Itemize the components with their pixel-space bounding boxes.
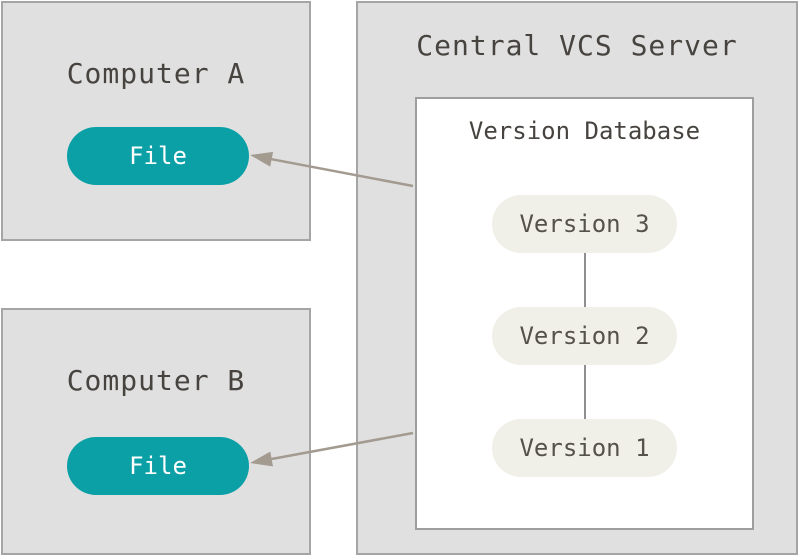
version-3-pill: Version 3 [492,195,677,253]
version-1-pill: Version 1 [492,419,677,477]
version-1-label: Version 1 [519,434,650,462]
version-connector-line [584,365,586,419]
central-vcs-server-title: Central VCS Server [416,29,738,62]
computer-a-box: Computer A File [1,1,311,241]
computer-a-file-label: File [129,142,187,170]
version-3-label: Version 3 [519,210,650,238]
version-2-label: Version 2 [519,322,650,350]
version-database-box: Version Database Version 3 Version 2 Ver… [415,97,754,530]
computer-a-title: Computer A [66,57,246,90]
computer-b-title: Computer B [66,364,246,397]
computer-b-file-label: File [129,452,187,480]
central-vcs-server-box: Central VCS Server Version Database Vers… [356,1,798,555]
version-connector-line [584,253,586,307]
computer-b-box: Computer B File [1,308,311,555]
version-database-title: Version Database [468,117,701,145]
version-2-pill: Version 2 [492,307,677,365]
computer-b-file-pill: File [67,437,249,495]
computer-a-file-pill: File [67,127,249,185]
